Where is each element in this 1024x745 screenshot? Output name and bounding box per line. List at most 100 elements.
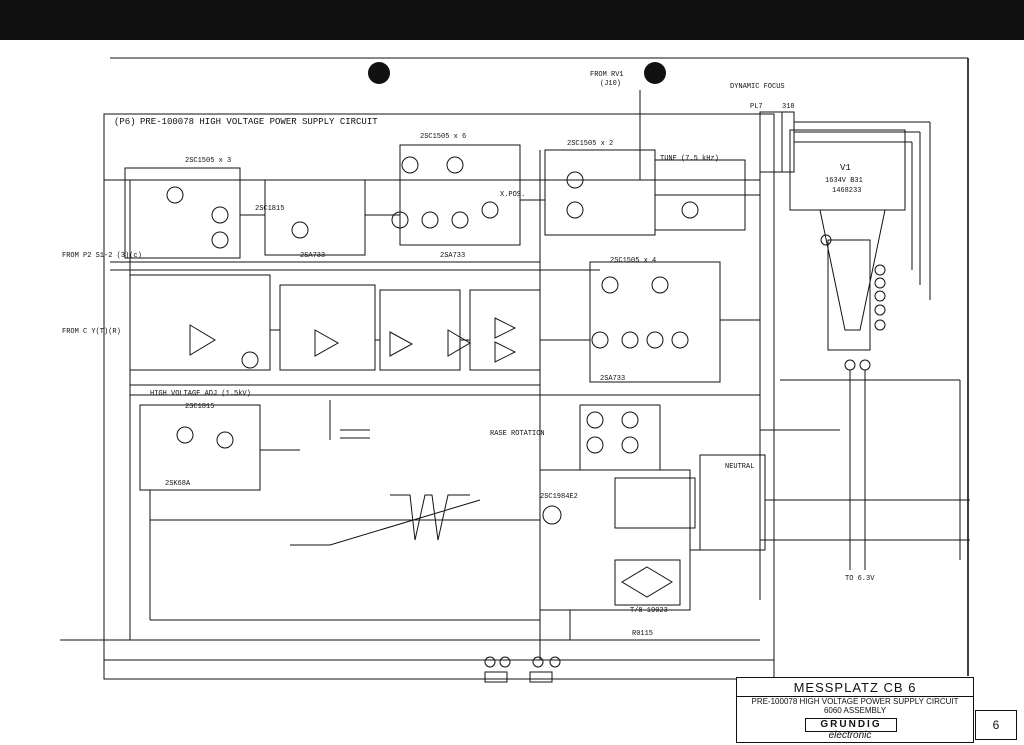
opamp-4: [447, 329, 471, 357]
waveform-lead: [290, 499, 481, 546]
from-rv1-sub: (J10): [600, 80, 621, 88]
label-2sc1984e2: 2SC1984E2: [540, 493, 578, 501]
transistor-tr2: [166, 186, 184, 204]
transistor-tr16: [591, 331, 609, 349]
left-input-2: FROM C Y(T)(R): [62, 328, 121, 336]
label-2sc1505x4: 2SC1505 x 4: [610, 257, 656, 265]
transistor-tr21: [542, 505, 562, 525]
terminal-4: [549, 656, 561, 668]
title-prefix: (P6): [114, 117, 136, 127]
bridge-rectifier: [621, 566, 673, 598]
from-rv1-label: FROM RV1: [590, 71, 624, 79]
block-diff-amp: [589, 261, 721, 383]
dynamic-focus-label: DYNAMIC FOCUS: [730, 83, 785, 91]
transistor-tr20: [671, 331, 689, 349]
transistor-tr19: [681, 201, 699, 219]
plug-label: PL7: [750, 103, 763, 111]
binder-hole-left: [368, 62, 390, 84]
transistor-tr22: [241, 351, 259, 369]
block-rset: [614, 477, 696, 529]
label-r0115: R0115: [632, 630, 653, 638]
circuit-frame: [103, 113, 775, 680]
transistor-tr3: [211, 206, 229, 224]
label-rase-rotation: RASE ROTATION: [490, 430, 545, 438]
block-flyback: [539, 469, 691, 611]
label-2sa733-c: 2SA733: [600, 375, 625, 383]
opamp-2: [314, 329, 340, 357]
block-x-amp: [264, 179, 366, 256]
connector-318: [781, 111, 795, 173]
transistor-tr10: [451, 211, 469, 229]
label-to-63v: TO 6.3V: [845, 575, 875, 583]
transistor-tr24: [216, 431, 234, 449]
page-number: 6: [975, 710, 1017, 740]
label-2sc1815-a: 2SC1815: [255, 205, 284, 213]
title-block-name: MESSPLATZ CB 6: [793, 680, 917, 695]
transistor-tr4: [211, 231, 229, 249]
block-driver: [399, 144, 521, 246]
tube-name: V1: [840, 163, 851, 173]
circuit-title: PRE-100078 HIGH VOLTAGE POWER SUPPLY CIR…: [140, 117, 378, 127]
transistor-tr27: [621, 411, 639, 429]
label-tune: TUNE (7.5 kHz): [660, 155, 719, 163]
transistor-tr17: [621, 331, 639, 349]
brand-sub: electronic: [828, 730, 872, 741]
scan-top-bar: [0, 0, 1024, 40]
tube-outline-upper: [789, 129, 906, 211]
transistor-tr28: [621, 436, 639, 454]
tube-neck: [819, 209, 886, 331]
opamp-3: [389, 331, 414, 357]
connector-pl7: [759, 111, 783, 173]
gate-2: [494, 341, 517, 363]
block-x-output: [544, 149, 656, 236]
transistor-tr7: [421, 211, 439, 229]
transistor-tr23: [176, 426, 194, 444]
transistor-tr26: [586, 436, 604, 454]
block-gate: [469, 289, 541, 371]
label-2sk68a: 2SK68A: [165, 480, 191, 488]
gate-1: [494, 317, 517, 339]
transistor-tr18: [646, 331, 664, 349]
label-neutral: NEUTRAL: [725, 463, 754, 471]
label-2sc1505x3: 2SC1505 x 3: [185, 157, 231, 165]
block-bridge: [614, 559, 681, 606]
waveform-sketch: [390, 494, 470, 541]
tube-label-1: 1634V B31: [825, 177, 863, 185]
transistor-tr15: [651, 276, 669, 294]
left-input-1: FROM P2 S1-2 (3)(c): [62, 252, 142, 260]
misc-wiring: [149, 194, 961, 640]
transistor-group: [166, 156, 699, 525]
transistor-tr5: [291, 221, 309, 239]
transistor-tr8: [401, 156, 419, 174]
transistor-tr11: [481, 201, 499, 219]
block-opamp-3: [379, 289, 461, 371]
block-hv-adj: [139, 404, 261, 491]
tube-electrodes: [827, 239, 871, 351]
transistor-tr13: [566, 201, 584, 219]
hv-adj-label: HIGH VOLTAGE ADJ (1.5kV): [150, 390, 251, 398]
transistor-tr25: [586, 411, 604, 429]
transistor-tr9: [446, 156, 464, 174]
block-opamp-2: [279, 284, 376, 371]
title-block-subtitle-2: 6060 ASSEMBLY: [823, 706, 887, 715]
title-block-subtitle: PRE-100078 HIGH VOLTAGE POWER SUPPLY CIR…: [737, 696, 973, 706]
opamp-1: [189, 324, 216, 356]
transistor-tr14: [601, 276, 619, 294]
transistor-tr6: [391, 211, 409, 229]
block-opamp-1: [129, 274, 271, 371]
plug2-label: 318: [782, 103, 795, 111]
label-2sa733-b: 2SA733: [440, 252, 465, 260]
title-block: MESSPLATZ CB 6 PRE-100078 HIGH VOLTAGE P…: [736, 677, 974, 743]
crt-tube-v1: V1 1634V B31 1468233: [789, 129, 906, 371]
label-2sc1505x6: 2SC1505 x 6: [420, 133, 466, 141]
binder-hole-right: [644, 62, 666, 84]
tube-label-2: 1468233: [832, 187, 861, 195]
transistor-tr12: [566, 171, 584, 189]
block-top-left: [124, 167, 241, 259]
label-t18-19023: T/8-19023: [630, 607, 668, 615]
brand-logo: GRUNDIG: [805, 718, 897, 732]
terminal-1: [484, 656, 496, 668]
label-2sc1505x2: 2SC1505 x 2: [567, 140, 613, 148]
label-2sc1815-b: 2SC1815: [185, 403, 214, 411]
